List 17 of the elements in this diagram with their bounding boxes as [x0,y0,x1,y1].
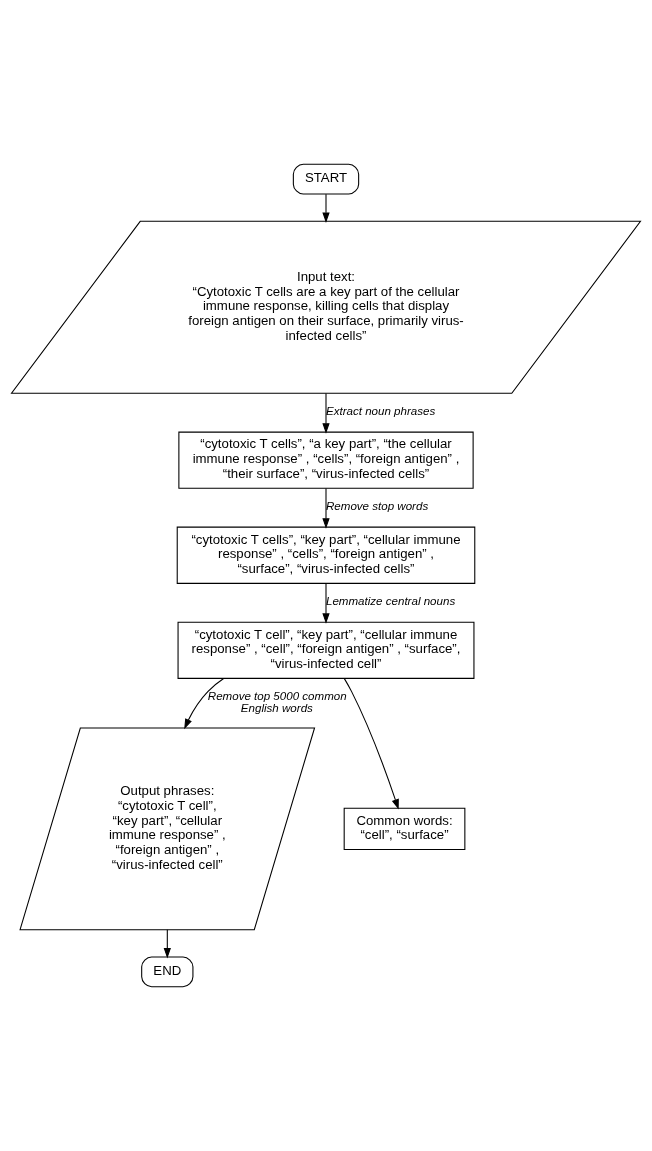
edge-label: Remove top 5000 common English words [207,690,347,714]
node-box: START [292,163,360,195]
node-box: END [141,956,194,988]
edge-label: Remove stop words [326,499,429,512]
arrow [322,392,330,434]
node-box: “cytotoxic T cell”, “key part”, “cellular immune response” , “cell”, “foreign antigen” , “surface”, “virus-infected cell” [177,621,475,679]
arrow [184,678,225,730]
arrow [322,488,330,529]
arrow [343,678,399,810]
node-box: “cytotoxic T cells”, “key part”, “cellular immune response” , “cells”, “foreign antigen” , “surface”, “virus-infected cells” [176,526,476,584]
arrow [322,583,330,624]
edge-label: Extract noun phrases [326,404,436,417]
arrow [322,193,330,223]
arrow [163,929,171,959]
edge-label: Lemmatize central nouns [326,595,456,608]
node-box: “cytotoxic T cells”, “a key part”, “the cellular immune response” , “cells”, “foreign antigen” , “their surface”, “virus-infected cells” [178,431,474,489]
node-box: Common words: “cell”, “surface” [343,807,466,851]
